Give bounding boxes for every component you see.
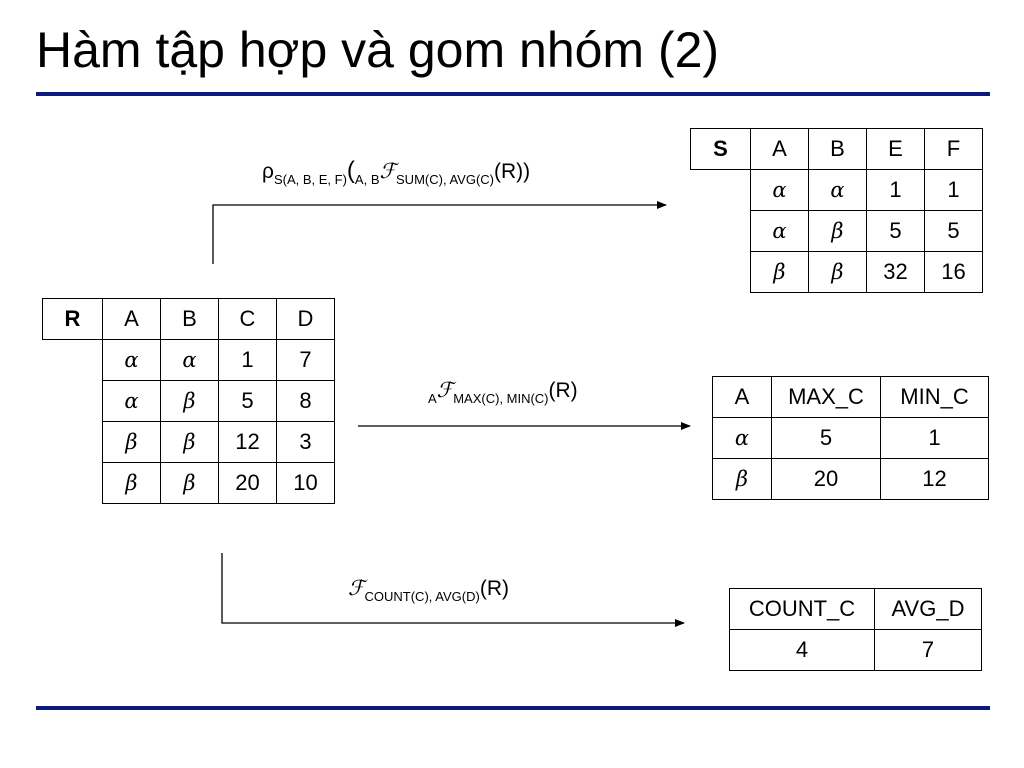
table-cell: 5 (771, 417, 881, 459)
table-row: α 5 1 (712, 417, 989, 459)
table-row: β β 12 3 (43, 421, 335, 463)
table-cell: 4 (729, 629, 875, 671)
column-header: D (276, 298, 335, 340)
table-cell: α (102, 380, 161, 422)
table-cell: 7 (874, 629, 982, 671)
max-min-expression: AℱMAX(C), MIN(C)(R) (428, 378, 578, 406)
table-header-row: COUNT_C AVG_D (729, 588, 982, 630)
title-divider (36, 92, 990, 96)
table-row: 4 7 (729, 629, 982, 671)
function-subscript: COUNT(C), AVG(D) (364, 589, 480, 604)
table-cell: β (102, 421, 161, 463)
column-header: A (712, 376, 772, 418)
column-header: B (808, 128, 867, 170)
group-subscript: A, B (354, 172, 380, 187)
relation-s-table: S A B E F α α 1 1 α β 5 5 β β 32 16 (690, 128, 983, 293)
table-cell: 20 (771, 458, 881, 500)
count-avg-expression: ℱCOUNT(C), AVG(D)(R) (348, 576, 509, 604)
table-header-row: R A B C D (42, 298, 335, 340)
table-cell: β (808, 210, 867, 252)
rename-expression: ρS(A, B, E, F)(A, BℱSUM(C), AVG(C)(R)) (262, 157, 531, 187)
table-cell: 5 (218, 380, 277, 422)
table-cell: 1 (924, 169, 983, 211)
aggregate-symbol: ℱ (436, 378, 454, 402)
table-cell: 32 (866, 251, 925, 293)
function-subscript: MAX(C), MIN(C) (453, 391, 549, 406)
relation-argument: (R)) (494, 160, 531, 183)
table-cell: 1 (218, 339, 277, 381)
relation-name: R (42, 298, 103, 340)
column-header: A (102, 298, 161, 340)
table-cell: 8 (276, 380, 335, 422)
table-header-row: S A B E F (690, 128, 983, 170)
column-header: F (924, 128, 983, 170)
table-cell: β (750, 251, 809, 293)
slide-title: Hàm tập hợp và gom nhóm (2) (36, 22, 720, 78)
max-min-result-table: A MAX_C MIN_C α 5 1 β 20 12 (712, 376, 989, 500)
column-header: COUNT_C (729, 588, 875, 630)
rho-symbol: ρ (262, 160, 274, 183)
open-paren: ( (346, 157, 355, 184)
table-cell: 1 (880, 417, 989, 459)
relation-name: S (690, 128, 751, 170)
table-header-row: A MAX_C MIN_C (712, 376, 989, 418)
table-cell: 12 (218, 421, 277, 463)
rename-arrow (212, 201, 667, 264)
aggregate-symbol: ℱ (348, 576, 365, 600)
table-cell: β (102, 462, 161, 504)
count-avg-result-table: COUNT_C AVG_D 4 7 (729, 588, 982, 671)
function-subscript: SUM(C), AVG(C) (396, 172, 494, 187)
column-header: E (866, 128, 925, 170)
relation-r-table: R A B C D α α 1 7 α β 5 8 β β 12 3 β β 2… (42, 298, 335, 504)
table-cell: 5 (924, 210, 983, 252)
footer-divider (36, 706, 990, 710)
count-avg-arrow (221, 553, 685, 627)
table-cell: 12 (880, 458, 989, 500)
column-header: A (750, 128, 809, 170)
table-cell: β (160, 380, 219, 422)
table-row: α β 5 5 (691, 210, 983, 252)
table-cell: α (750, 210, 809, 252)
table-cell: α (808, 169, 867, 211)
table-cell: α (712, 417, 772, 459)
table-cell: α (102, 339, 161, 381)
table-cell: 20 (218, 462, 277, 504)
table-cell: β (712, 458, 772, 500)
table-cell: 16 (924, 251, 983, 293)
table-row: α β 5 8 (43, 380, 335, 422)
table-cell: 10 (276, 462, 335, 504)
table-cell: 3 (276, 421, 335, 463)
table-row: β β 32 16 (691, 251, 983, 293)
table-cell: α (160, 339, 219, 381)
rename-subscript: S(A, B, E, F) (273, 172, 347, 187)
column-header: AVG_D (874, 588, 982, 630)
table-row: β β 20 10 (43, 462, 335, 504)
table-cell: α (750, 169, 809, 211)
column-header: MIN_C (880, 376, 989, 418)
aggregate-symbol: ℱ (379, 159, 397, 183)
table-row: α α 1 7 (43, 339, 335, 381)
table-row: α α 1 1 (691, 169, 983, 211)
column-header: C (218, 298, 277, 340)
table-cell: β (808, 251, 867, 293)
relation-argument: (R) (548, 379, 578, 402)
table-cell: β (160, 421, 219, 463)
table-row: β 20 12 (712, 458, 989, 500)
table-cell: 7 (276, 339, 335, 381)
group-subscript: A (428, 391, 437, 406)
column-header: MAX_C (771, 376, 881, 418)
table-cell: β (160, 462, 219, 504)
relation-argument: (R) (479, 577, 509, 600)
table-cell: 1 (866, 169, 925, 211)
column-header: B (160, 298, 219, 340)
table-cell: 5 (866, 210, 925, 252)
